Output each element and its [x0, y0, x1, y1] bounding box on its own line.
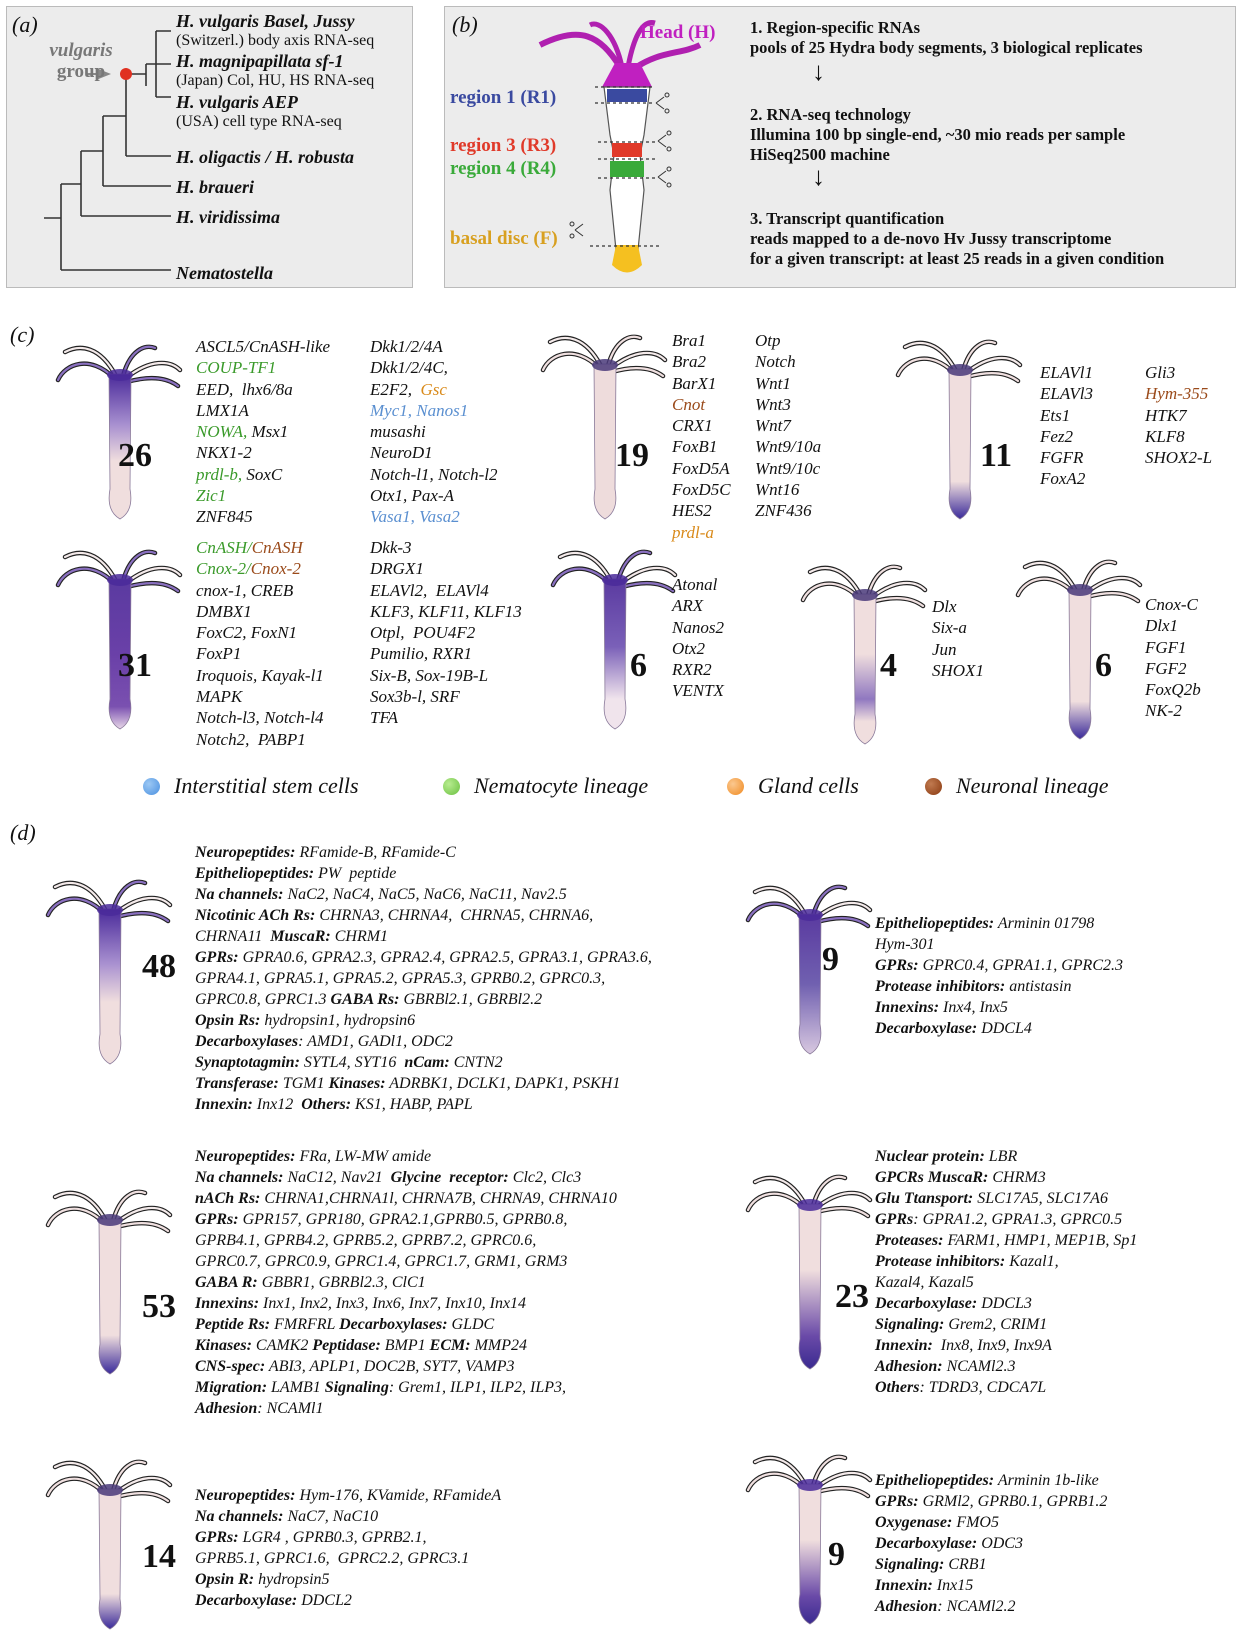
hydra-d6 [745, 1450, 875, 1630]
taxon-1: H. vulgaris Basel, Jussy (Switzerl.) bod… [176, 12, 374, 50]
genes-d6: Epitheliopeptides: Arminin 1b-like GPRs:… [875, 1470, 1107, 1617]
count-c5: 6 [630, 647, 647, 685]
region-label-head: Head (H) [640, 22, 715, 44]
hydra-body [854, 594, 876, 744]
count-d6: 9 [828, 1536, 845, 1574]
hydra-hypostome [97, 1484, 123, 1496]
panel-b-label: (b) [452, 12, 478, 38]
legend-gland: Gland cells [727, 773, 859, 799]
genes-c2-col1: Bra1Bra2BarX1CnotCRX1FoxB1FoxD5AFoxD5CHE… [672, 330, 731, 543]
legend-neuronal: Neuronal lineage [925, 773, 1109, 799]
hydra-c7 [1015, 555, 1145, 745]
hydra-c6 [800, 560, 930, 750]
hydra-body [949, 369, 971, 519]
count-c2: 19 [615, 437, 649, 475]
hydra-hypostome [97, 904, 123, 916]
hydra-body [99, 909, 121, 1064]
hydra-hypostome [602, 574, 628, 586]
hydra-hypostome [1067, 584, 1093, 596]
legend-dot-brown [925, 778, 942, 795]
taxon-7: Nematostella [176, 263, 273, 284]
panel-c-label: (c) [10, 322, 34, 348]
count-d3: 53 [142, 1288, 176, 1326]
count-d4: 23 [835, 1278, 869, 1316]
hydra-body [99, 1489, 121, 1629]
count-d2: 9 [822, 941, 839, 979]
region-label-r1: region 1 (R1) [450, 87, 556, 109]
genes-c5: AtonalARXNanos2Otx2RXR2VENTX [672, 574, 724, 702]
hydra-d3 [45, 1185, 175, 1380]
region-label-basal-disc: basal disc (F) [450, 228, 558, 250]
hydra-c3 [895, 335, 1025, 525]
hydra-d4 [745, 1170, 875, 1375]
legend-nematocyte: Nematocyte lineage [443, 773, 648, 799]
hydra-body [604, 579, 626, 729]
hydra-body [594, 364, 616, 519]
hydra-hypostome [852, 589, 878, 601]
genes-d4: Nuclear protein: LBR GPCRs MuscaR: CHRM3… [875, 1146, 1137, 1398]
count-d5: 14 [142, 1538, 176, 1576]
genes-d3: Neuropeptides: FRa, LW-MW amide Na chann… [195, 1146, 617, 1419]
count-c1: 26 [118, 437, 152, 475]
count-c7: 6 [1095, 647, 1112, 685]
hydra-body [799, 914, 821, 1054]
hydra-hypostome [947, 364, 973, 376]
hydra-hypostome [97, 1214, 123, 1226]
hydra-hypostome [797, 909, 823, 921]
count-c3: 11 [980, 437, 1012, 475]
taxon-3: H. vulgaris AEP (USA) cell type RNA-seq [176, 93, 342, 131]
hydra-body [1069, 589, 1091, 739]
legend-dot-green [443, 778, 460, 795]
hydra-d2 [745, 880, 875, 1060]
hydra-body [799, 1484, 821, 1624]
genes-d1: Neuropeptides: RFamide-B, RFamide-C Epit… [195, 842, 652, 1115]
hydra-hypostome [797, 1479, 823, 1491]
hydra-hypostome [592, 359, 618, 371]
hydra-c1 [55, 340, 185, 525]
genes-d5: Neuropeptides: Hym-176, KVamide, RFamide… [195, 1485, 501, 1611]
legend-dot-blue [143, 778, 160, 795]
count-c4: 31 [118, 647, 152, 685]
hydra-c2 [540, 330, 670, 525]
legend-interstitial: Interstitial stem cells [143, 773, 359, 799]
taxon-5: H. braueri [176, 177, 254, 198]
hydra-hypostome [107, 369, 133, 381]
count-d1: 48 [142, 948, 176, 986]
region-label-r4: region 4 (R4) [450, 158, 556, 180]
genes-d2: Epitheliopeptides: Arminin 01798 Hym-301… [875, 913, 1123, 1039]
panel-d-label: (d) [10, 820, 36, 846]
hydra-c4 [55, 545, 185, 735]
hydra-body [799, 1204, 821, 1369]
hydra-body [99, 1219, 121, 1374]
taxon-6: H. viridissima [176, 207, 280, 228]
clade-node-dot [120, 68, 132, 80]
hydra-hypostome [797, 1199, 823, 1211]
genes-c1-col1: ASCL5/CnASH-likeCOUP-TF1EED, lhx6/8aLMX1… [196, 336, 330, 528]
genes-c6: DlxSix-aJunSHOX1 [932, 596, 984, 681]
vulgaris-group-label: vulgaris group [46, 40, 116, 82]
count-c6: 4 [880, 647, 897, 685]
legend-dot-orange [727, 778, 744, 795]
hydra-c5 [550, 545, 680, 735]
hydra-hypostome [107, 574, 133, 586]
taxon-2: H. magnipapillata sf-1 (Japan) Col, HU, … [176, 52, 374, 90]
region-label-r3: region 3 (R3) [450, 135, 556, 157]
method-steps: 1. Region-specific RNAs pools of 25 Hydr… [750, 18, 1164, 269]
taxon-4: H. oligactis / H. robusta [176, 147, 354, 168]
